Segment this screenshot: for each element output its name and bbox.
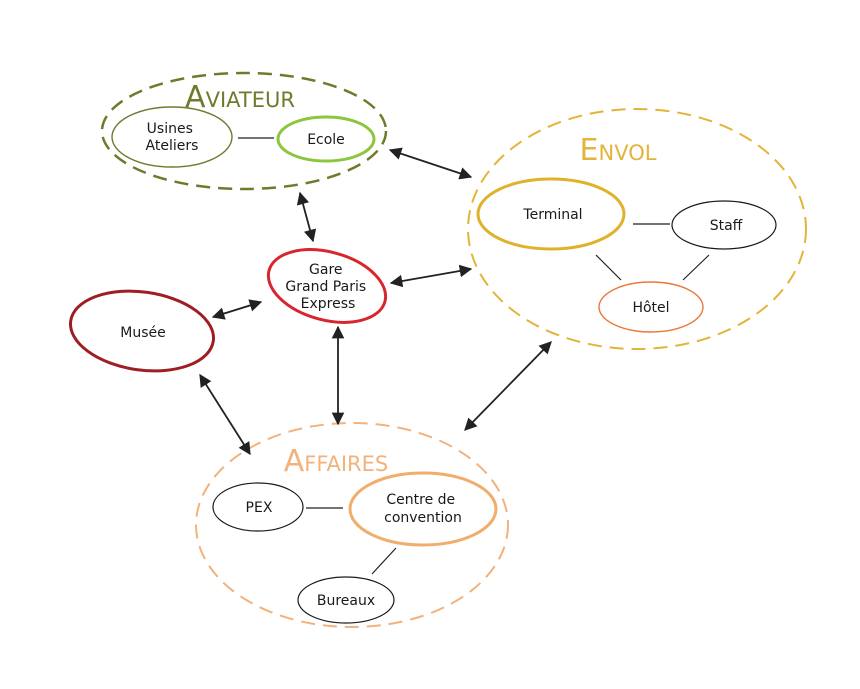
- aviateur-title-cap: A: [185, 80, 206, 115]
- node-bureaux: Bureaux: [297, 576, 395, 624]
- aviateur-envol-arrow: [388, 147, 473, 180]
- musee-label: Musée: [120, 325, 165, 341]
- node-usines-ateliers: Usines Ateliers: [111, 106, 233, 168]
- envol-affaires-arrow: [464, 341, 552, 431]
- gare-label-line1: Gare: [309, 262, 343, 278]
- musee-affaires-arrow: [199, 373, 251, 456]
- svg-text:Ecole: Ecole: [307, 132, 345, 148]
- affaires-title-cap: A: [284, 444, 305, 479]
- centre-label-line2: convention: [384, 510, 462, 526]
- centre-label-line1: Centre de: [386, 492, 455, 508]
- pex-label: PEX: [246, 500, 273, 516]
- svg-text:Bureaux: Bureaux: [317, 593, 375, 609]
- affaires-title-rest: FFAIRES: [304, 452, 388, 476]
- node-ecole: Ecole: [276, 115, 376, 163]
- terminal-hotel-link: [595, 254, 622, 281]
- bureaux-label: Bureaux: [317, 593, 375, 609]
- envol-group-boundary: [467, 108, 807, 350]
- svg-text:Terminal: Terminal: [522, 207, 582, 223]
- svg-text:Musée: Musée: [120, 325, 165, 341]
- envol-title-cap: E: [580, 133, 599, 168]
- aviateur-group-boundary: [100, 71, 388, 191]
- svg-text:Hôtel: Hôtel: [632, 300, 669, 316]
- node-gare-grand-paris-express: Gare Grand Paris Express: [266, 248, 388, 324]
- node-musee: Musée: [68, 289, 216, 373]
- svg-text:Usines Ateliers: Usines Ateliers: [146, 121, 199, 154]
- ecole-label: Ecole: [307, 132, 345, 148]
- usines-label-line1: Usines: [147, 121, 193, 137]
- aviateur-title-rest: VIATEUR: [206, 88, 295, 112]
- gare-label-line3: Express: [301, 296, 356, 312]
- envol-title-rest: NVOL: [599, 141, 657, 165]
- svg-text:Centre de convention: Centre de convention: [384, 492, 462, 526]
- terminal-label: Terminal: [522, 207, 582, 223]
- node-staff: Staff: [671, 200, 777, 250]
- gare-envol-arrow: [389, 264, 473, 288]
- node-hotel: Hôtel: [598, 281, 704, 333]
- staff-label: Staff: [710, 218, 743, 234]
- musee-gare-arrow: [211, 299, 263, 320]
- svg-text:Staff: Staff: [710, 218, 743, 234]
- aviateur-group-title: AVIATEUR: [185, 80, 295, 115]
- hotel-label: Hôtel: [632, 300, 669, 316]
- affaires-group-title: AFFAIRES: [284, 444, 389, 479]
- gare-label-line2: Grand Paris: [285, 279, 366, 295]
- affaires-group-boundary: [195, 422, 509, 628]
- svg-text:Gare Grand Paris E: Gare Grand Paris Express: [285, 262, 370, 312]
- staff-hotel-link: [682, 254, 710, 281]
- aviateur-gare-arrow: [296, 191, 317, 243]
- node-terminal: Terminal: [476, 177, 626, 251]
- centre-bureaux-link: [371, 547, 397, 575]
- node-centre-de-convention: Centre de convention: [348, 471, 498, 547]
- usines-label-line2: Ateliers: [146, 138, 199, 154]
- svg-text:PEX: PEX: [246, 500, 273, 516]
- node-pex: PEX: [212, 482, 304, 532]
- envol-group-title: ENVOL: [580, 133, 657, 168]
